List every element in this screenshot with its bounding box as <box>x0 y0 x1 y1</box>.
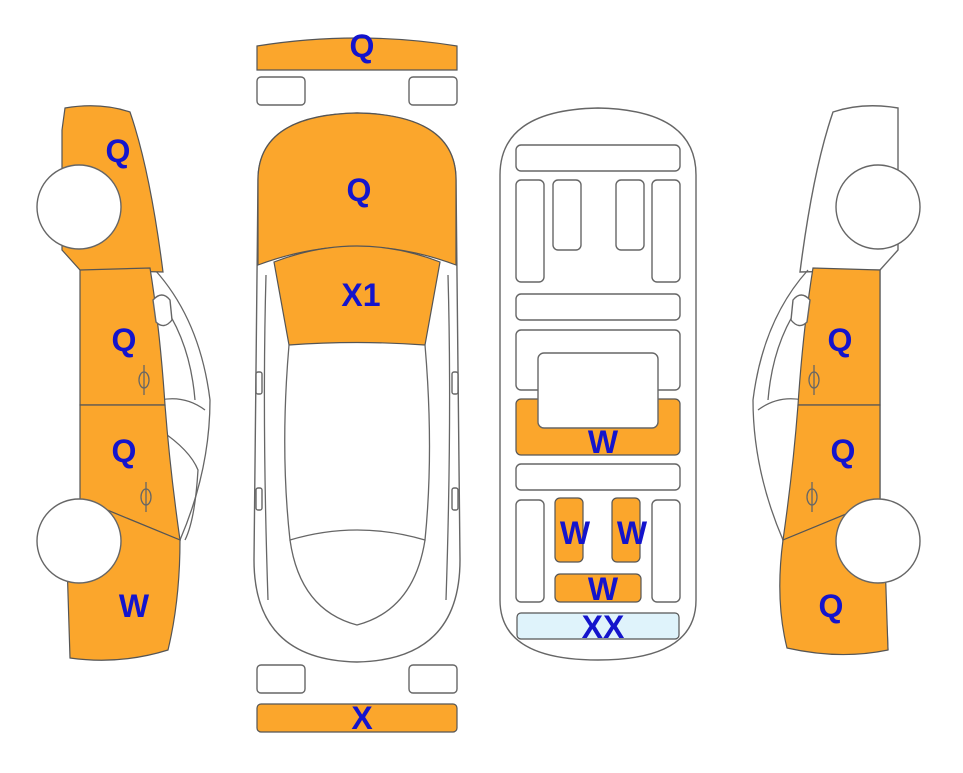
left-rear-handle-icon <box>140 482 152 512</box>
interior-rear-bench-label: W <box>588 571 619 607</box>
interior-rear-bench-panel <box>554 573 642 603</box>
top-rear-bumper-label: X <box>351 700 373 736</box>
right-front-door-label: Q <box>828 322 853 358</box>
right-mirror-icon <box>790 294 811 327</box>
top-right-taillight-icon <box>408 664 458 694</box>
left-rear-door-label: Q <box>112 433 137 469</box>
right-front-handle-icon <box>808 365 820 395</box>
top-left-taillight-icon <box>256 664 306 694</box>
interior-sunroof <box>537 352 659 429</box>
top-left-side-line <box>263 274 269 601</box>
top-right-handle-icon <box>451 487 459 511</box>
interior-left-door-rear <box>515 499 545 603</box>
top-right-mirror-icon <box>451 371 459 395</box>
top-view: Q Q X1 X <box>253 28 461 736</box>
right-side-view: Q Q Q <box>752 105 921 656</box>
right-window-divider <box>757 398 804 411</box>
interior-rear-right-seat-label: W <box>617 515 648 551</box>
interior-left-door-front <box>515 179 545 283</box>
top-left-headlight-icon <box>256 76 306 106</box>
top-roof-outline <box>284 344 431 541</box>
top-hood-label: Q <box>347 172 372 208</box>
top-windshield-panel <box>273 245 441 346</box>
top-right-headlight-icon <box>408 76 458 106</box>
left-window-divider <box>159 398 206 411</box>
top-left-handle-icon <box>255 487 263 511</box>
interior-right-door-front <box>651 179 681 283</box>
left-rear-window-line <box>159 429 199 541</box>
left-front-label: Q <box>106 133 131 169</box>
interior-rear-left-seat-panel <box>554 497 584 563</box>
right-rear-label: Q <box>819 588 844 624</box>
right-front-wheel-icon <box>835 164 921 250</box>
right-rear-wheel-icon <box>835 498 921 584</box>
top-windshield-label: X1 <box>341 277 380 313</box>
interior-rear-left-seat-label: W <box>560 515 591 551</box>
interior-passenger-seat <box>615 179 645 251</box>
right-rear-door-label: Q <box>831 433 856 469</box>
right-roof-outline <box>752 269 809 541</box>
interior-trunk-panel <box>516 612 680 640</box>
left-side-view: Q Q Q W <box>36 105 211 661</box>
top-rear-window-outline <box>289 539 426 626</box>
top-left-mirror-icon <box>255 371 263 395</box>
right-rear-handle-icon <box>806 482 818 512</box>
interior-trunk-label: XX <box>582 609 625 645</box>
interior-console <box>515 293 681 321</box>
interior-driver-seat <box>552 179 582 251</box>
left-front-handle-icon <box>138 365 150 395</box>
top-rear-bumper-panel <box>256 703 458 733</box>
left-rear-wheel-icon <box>36 498 122 584</box>
top-right-side-line <box>445 274 451 601</box>
interior-rear-console <box>515 463 681 491</box>
left-rear-label: W <box>119 588 150 624</box>
left-front-door-label: Q <box>112 322 137 358</box>
interior-dashboard <box>515 144 681 172</box>
interior-floor-label: W <box>588 424 619 460</box>
top-front-bumper-panel <box>256 37 458 71</box>
interior-view: W W W W XX <box>499 107 697 661</box>
interior-right-door-rear <box>651 499 681 603</box>
interior-rear-right-seat-panel <box>611 497 641 563</box>
left-mirror-icon <box>152 294 173 327</box>
left-front-wheel-icon <box>36 164 122 250</box>
top-front-bumper-label: Q <box>350 28 375 64</box>
